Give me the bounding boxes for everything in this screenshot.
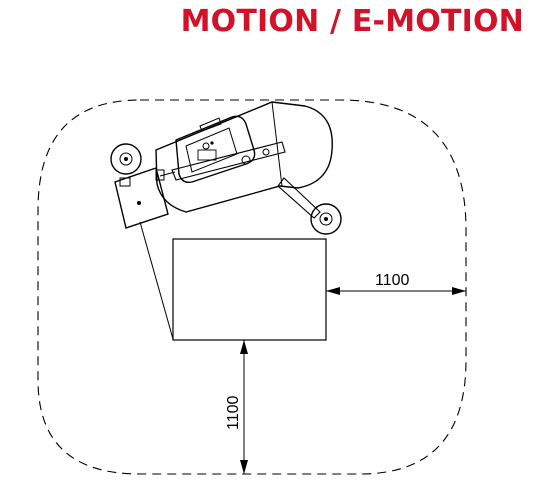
machine-body: [155, 101, 333, 213]
footprint-rectangle: [172, 238, 327, 341]
side-attachment: [114, 167, 169, 229]
operator-console: [175, 115, 256, 184]
horizontal-dimension-label: 1100: [375, 272, 410, 289]
guide-line: [139, 221, 174, 340]
rear-arm: [277, 177, 321, 219]
clearance-boundary: [37, 99, 467, 475]
vertical-dimension-label: 1100: [225, 395, 242, 430]
page-title: MOTION / E-MOTION: [180, 4, 524, 39]
front-wheel: [110, 143, 142, 175]
vertical-dimension: 1100: [225, 340, 248, 474]
rear-caster-wheel: [310, 203, 342, 235]
machine-top-view: [110, 101, 342, 235]
tiller-bar: [171, 141, 286, 181]
horizontal-dimension: 1100: [326, 272, 466, 295]
